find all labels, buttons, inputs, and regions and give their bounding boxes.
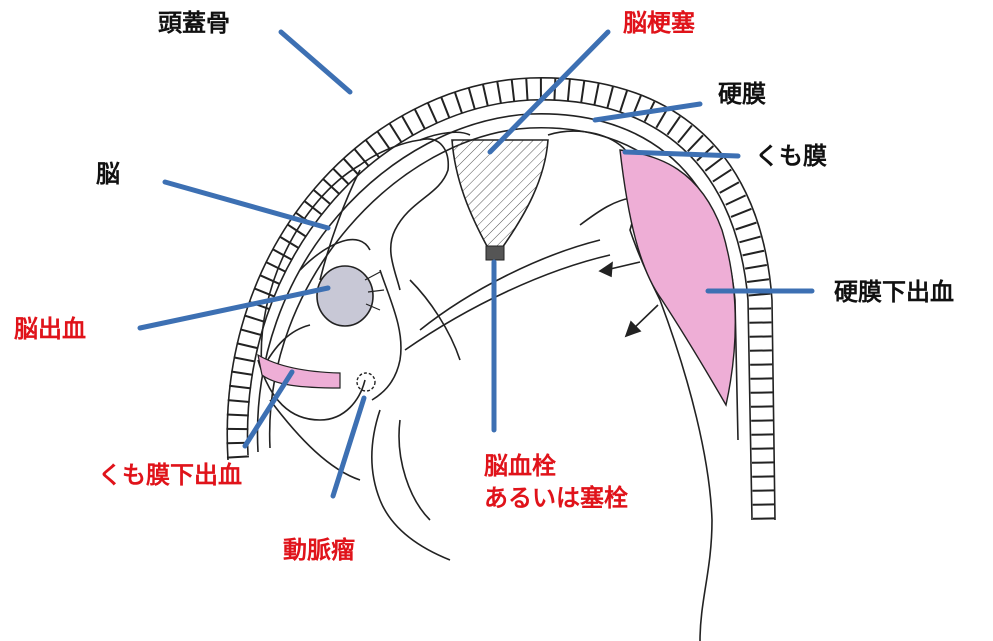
subarachnoid-hemorrhage-region — [258, 355, 340, 388]
label-aneurysm: 動脈瘤 — [283, 536, 355, 565]
leader-skull — [281, 32, 350, 92]
infarction-region — [452, 140, 548, 260]
label-arachnoid: くも膜 — [755, 142, 827, 171]
label-skull: 頭蓋骨 — [158, 9, 230, 38]
cerebral-hemorrhage-region — [317, 266, 384, 326]
label-dura: 硬膜 — [718, 80, 766, 109]
label-thrombus-line2: あるいは塞栓 — [484, 484, 628, 513]
label-brain: 脳 — [96, 160, 120, 189]
label-thrombus-line1: 脳血栓 — [484, 452, 556, 481]
aneurysm-region — [357, 373, 375, 391]
label-subarachnoid-hemorrhage: くも膜下出血 — [98, 461, 242, 490]
leader-subarachnoid — [245, 372, 292, 446]
label-infarction: 脳梗塞 — [623, 9, 695, 38]
label-subdural-hemorrhage: 硬膜下出血 — [834, 278, 954, 307]
leader-brain — [165, 182, 328, 228]
subdural-hemorrhage-region — [620, 150, 735, 405]
label-cerebral-hemorrhage: 脳出血 — [14, 315, 86, 344]
leader-aneurysm — [333, 398, 364, 496]
leader-cerebral-hemorrhage — [140, 288, 328, 328]
